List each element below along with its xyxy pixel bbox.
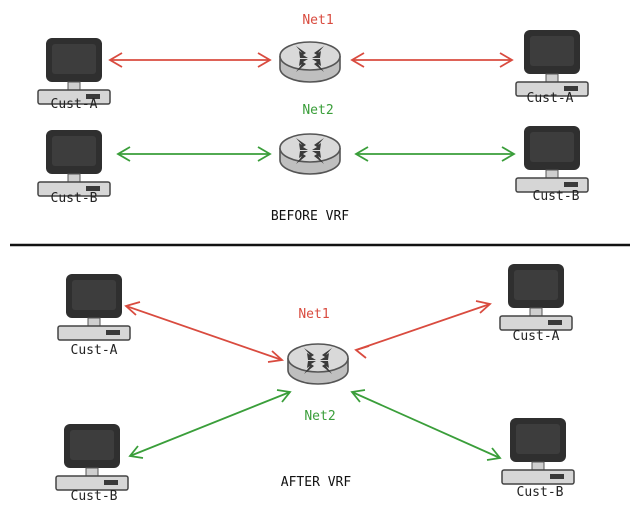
after-left-bottom-label: Cust-B xyxy=(71,489,118,504)
computer-icon xyxy=(37,37,111,105)
before-net2-link-left xyxy=(116,146,272,162)
after-net2-link-right xyxy=(350,389,502,461)
router-icon xyxy=(287,343,349,385)
after-net1-label: Net1 xyxy=(298,307,329,322)
after-left-top-label: Cust-A xyxy=(71,343,118,358)
after-right-bottom-label: Cust-B xyxy=(517,485,564,500)
after-section: Net1 Net2 Cust-A Cust-A Cust-B Cust-B AF… xyxy=(55,263,575,504)
computer-icon xyxy=(37,129,111,197)
computer-icon xyxy=(515,125,589,193)
after-net2-link-left xyxy=(128,389,292,459)
before-right-top-label: Cust-A xyxy=(527,91,574,106)
before-net2-label: Net2 xyxy=(302,103,333,118)
before-net1-link-right xyxy=(350,52,514,68)
before-caption: BEFORE VRF xyxy=(271,209,349,224)
computer-icon xyxy=(57,273,131,341)
after-net1-link-right xyxy=(354,300,492,359)
before-net2-link-right xyxy=(354,146,516,162)
after-right-top-label: Cust-A xyxy=(513,329,560,344)
before-right-bottom-label: Cust-B xyxy=(533,189,580,204)
after-net1-link-left xyxy=(124,301,285,363)
after-net2-label: Net2 xyxy=(304,409,335,424)
computer-icon xyxy=(515,29,589,97)
router-icon xyxy=(279,41,341,83)
before-left-top-label: Cust-A xyxy=(51,97,98,112)
before-net1-link-left xyxy=(108,52,272,68)
after-caption: AFTER VRF xyxy=(281,475,352,490)
before-left-bottom-label: Cust-B xyxy=(51,191,98,206)
router-icon xyxy=(279,133,341,175)
before-section: Net1 Net2 Cust-A Cust-A Cust-B Cust-B BE… xyxy=(37,13,589,224)
computer-icon xyxy=(499,263,573,331)
before-net1-label: Net1 xyxy=(302,13,333,28)
computer-icon xyxy=(55,423,129,491)
computer-icon xyxy=(501,417,575,485)
